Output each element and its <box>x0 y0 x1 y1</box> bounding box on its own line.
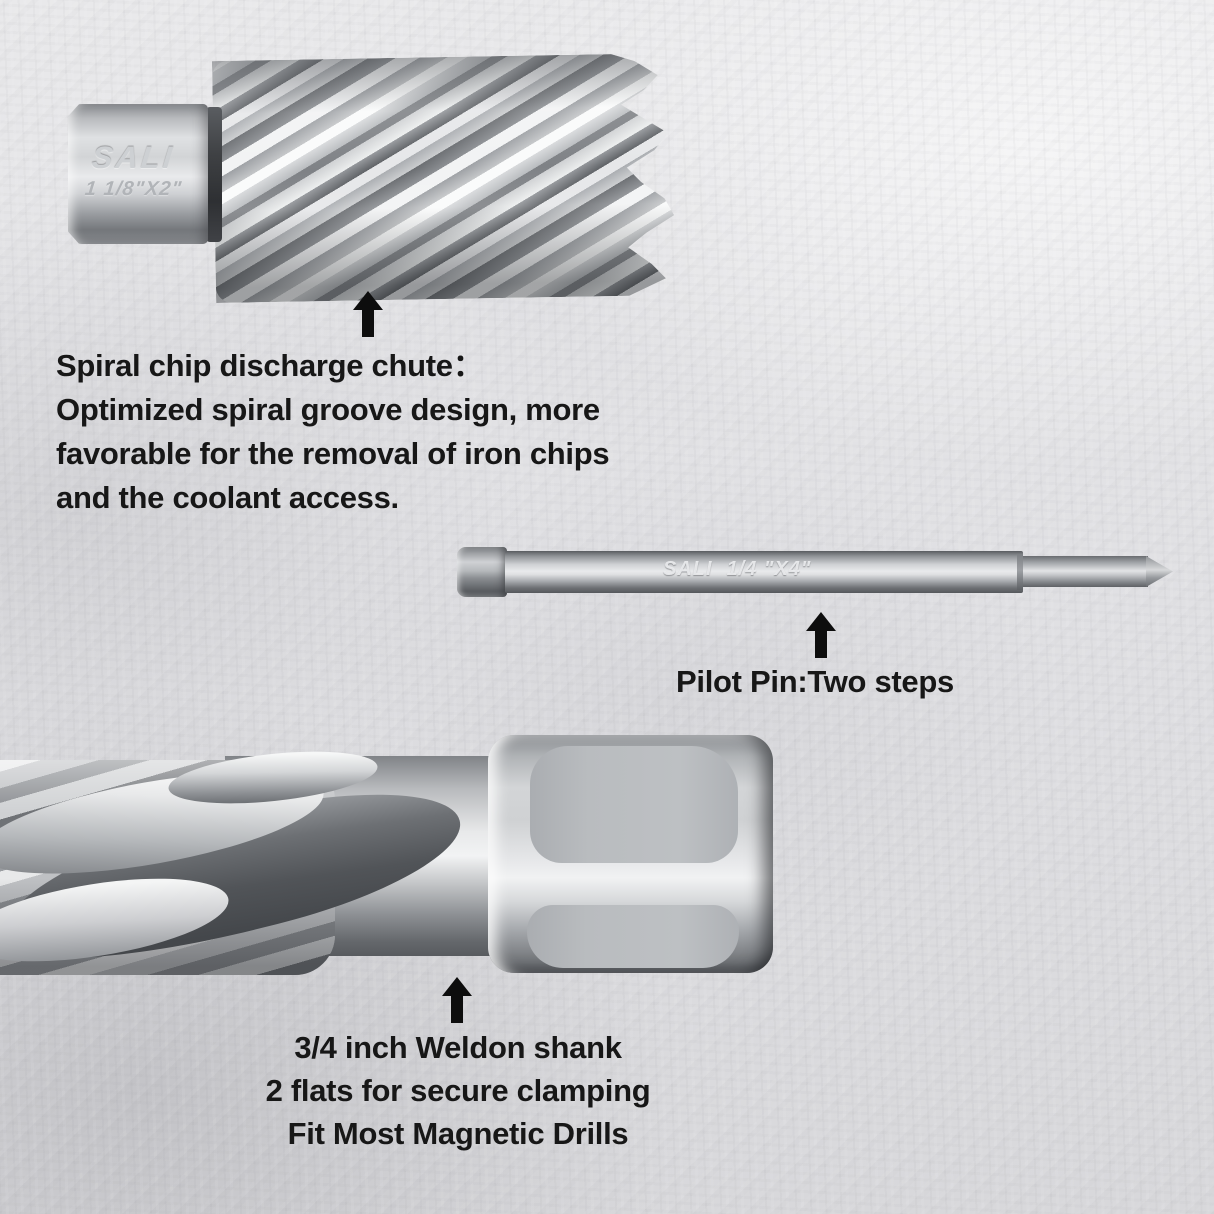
pilot-pin-tip-shaft <box>1023 556 1148 587</box>
up-arrow-icon <box>353 291 383 337</box>
pilot-pin-shaft: SALI 1/4 "X4" <box>505 551 1023 593</box>
cutter-spiral-flutes <box>212 53 680 303</box>
pilot-pin-cap <box>457 547 507 597</box>
up-arrow-icon <box>442 977 472 1023</box>
annotation-line: 3/4 inch Weldon shank <box>294 1030 622 1065</box>
annotation-line: and the coolant access. <box>56 480 399 515</box>
pilot-pin-annotation: Pilot Pin:Two steps <box>676 664 954 699</box>
annotation-line: Fit Most Magnetic Drills <box>287 1116 629 1151</box>
pilot-pin-tip-point <box>1146 556 1173 587</box>
annotation-line: Spiral chip discharge chute： <box>56 348 484 383</box>
cutter-shank-ring <box>206 107 222 242</box>
annotation-line: Optimized spiral groove design, more <box>56 392 600 427</box>
pilot-pin-step <box>1017 554 1023 590</box>
pin-size-label: 1/4 "X4" <box>726 558 812 580</box>
brand-logo: SALI <box>90 140 177 175</box>
cutter-body-shading <box>212 53 680 303</box>
up-arrow-icon <box>806 612 836 658</box>
weldon-flat-upper <box>530 746 738 863</box>
annotation-line: favorable for the removal of iron chips <box>56 436 610 471</box>
cutter-flutes-closeup <box>0 742 510 990</box>
pilot-pin-engraving: SALI 1/4 "X4" <box>663 558 903 581</box>
weldon-shank-annotation: 3/4 inch Weldon shank 2 flats for secure… <box>156 1026 760 1155</box>
cutter-size-label: 1 1/8"X2" <box>83 178 184 200</box>
annotation-line: 2 flats for secure clamping <box>265 1073 651 1108</box>
spiral-chute-annotation: Spiral chip discharge chute： Optimized s… <box>56 344 736 520</box>
cutter-shank: SALI 1 1/8"X2" <box>68 104 208 244</box>
brand-logo: SALI <box>663 558 713 580</box>
weldon-flat-lower <box>527 905 739 968</box>
